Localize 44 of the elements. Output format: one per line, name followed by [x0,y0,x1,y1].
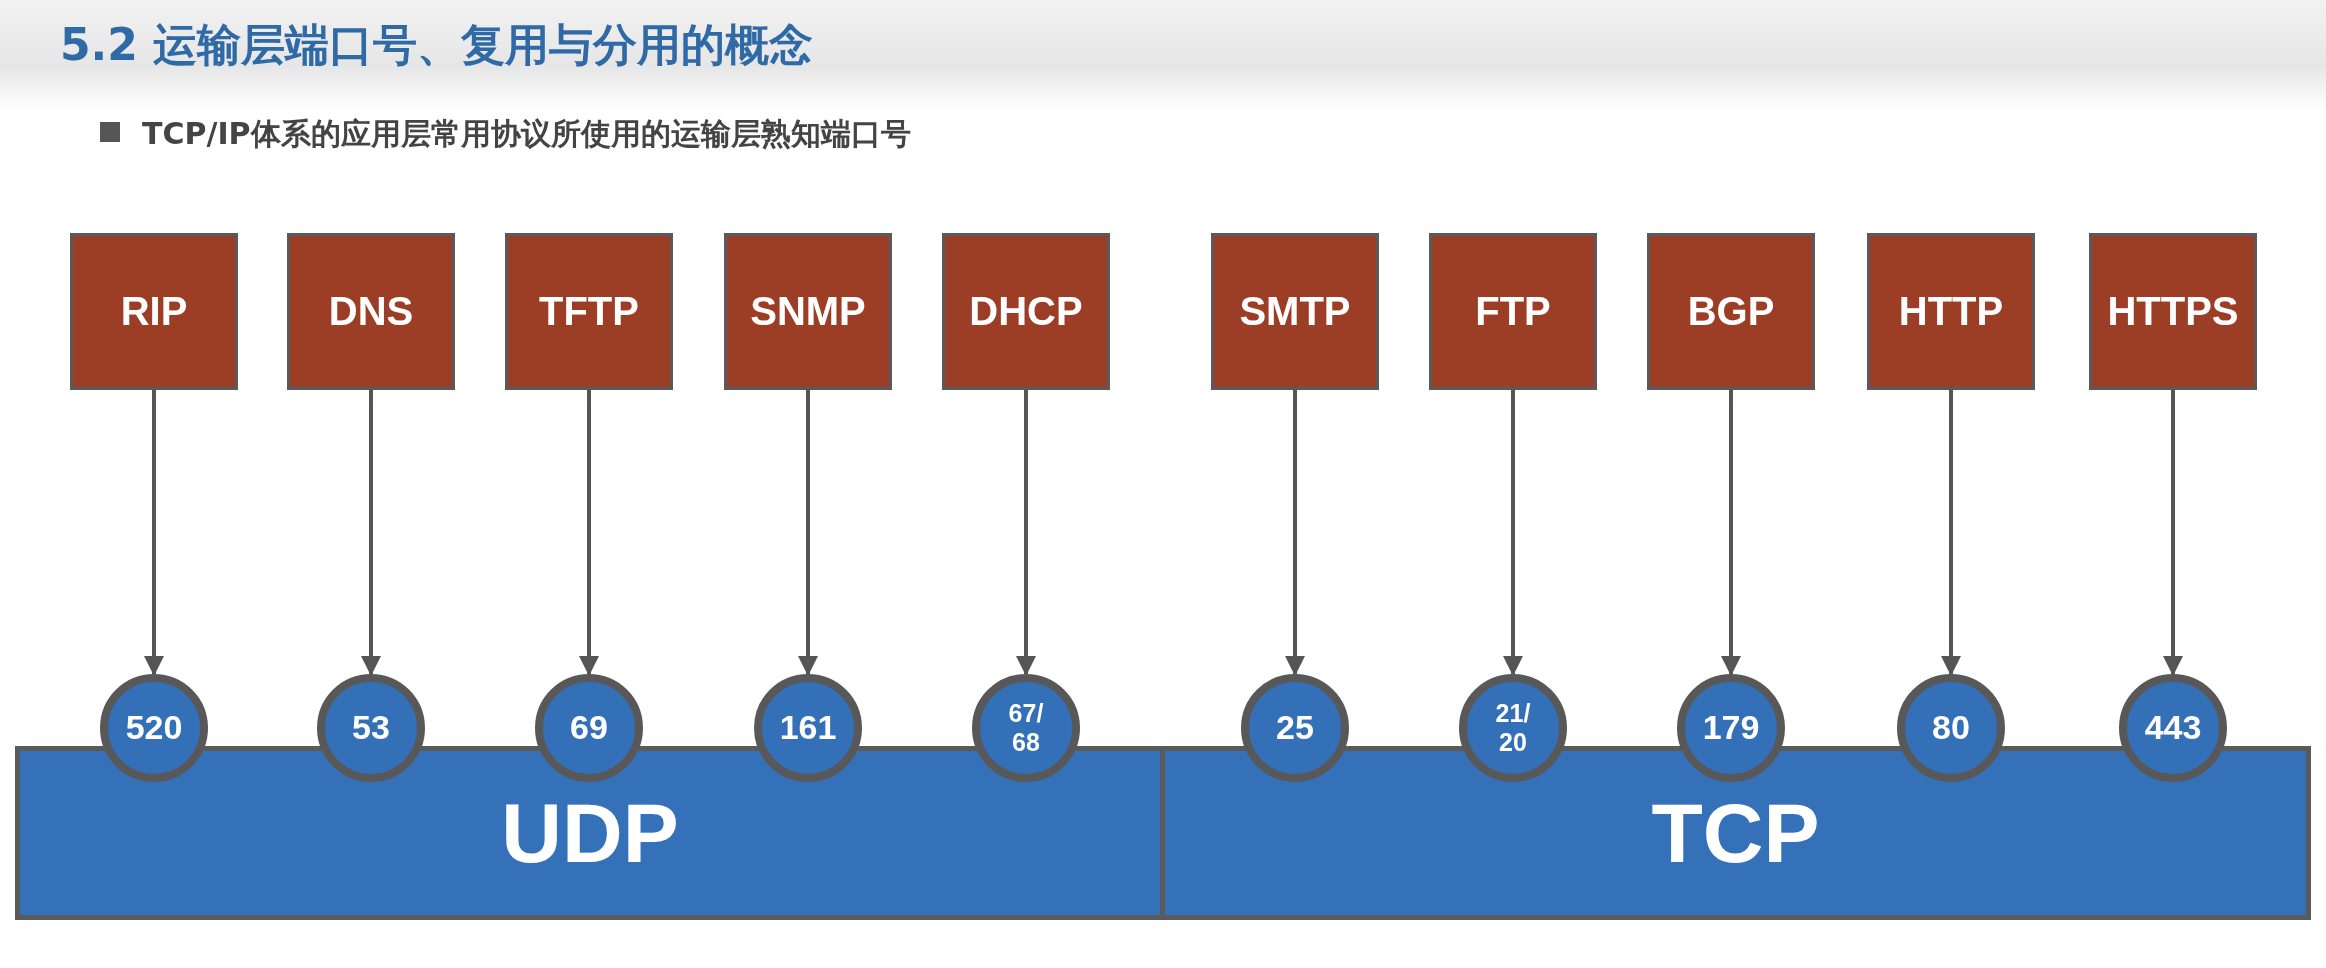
bullet-text: TCP/IP体系的应用层常用协议所使用的运输层熟知端口号 [142,115,911,153]
arrow [1721,390,1741,676]
arrow [579,390,599,676]
protocol-box [1647,233,1815,390]
protocol-name: TFTP [539,289,639,334]
slide-title: 5.2 运输层端口号、复用与分用的概念 [60,18,814,72]
protocol-box [70,233,238,390]
protocol-box [1211,233,1379,390]
protocol-name: SMTP [1239,289,1351,334]
port-number: 69 [570,708,608,748]
protocol-name: DHCP [969,289,1083,334]
arrow [361,390,381,676]
arrow [2163,390,2183,676]
transport-protocol-name: TCP [1651,784,1820,882]
port-number: 21/20 [1494,699,1532,757]
protocol-box [287,233,455,390]
protocol-box [724,233,892,390]
arrow [1941,390,1961,676]
port-number: 25 [1276,708,1314,748]
arrow [144,390,164,676]
port-number: 443 [2144,708,2202,748]
arrow [1503,390,1523,676]
arrow [798,390,818,676]
protocol-name: RIP [120,289,188,334]
protocol-name: HTTP [1898,289,2004,334]
protocol-name: SNMP [750,289,866,334]
port-number: 53 [352,708,390,748]
arrow [1016,390,1036,676]
arrow [1285,390,1305,676]
port-number: 67/68 [1007,699,1045,757]
port-number: 161 [779,708,837,748]
port-number: 80 [1932,708,1970,748]
port-number: 520 [125,708,183,748]
protocol-box [1429,233,1597,390]
protocol-name: BGP [1687,289,1775,334]
protocol-box [942,233,1110,390]
port-number: 179 [1702,708,1760,748]
transport-protocol-name: UDP [501,784,679,882]
protocol-name: HTTPS [2107,289,2239,334]
protocol-box [1867,233,2035,390]
protocol-name: FTP [1475,289,1551,334]
protocol-name: DNS [328,289,414,334]
protocol-box [2089,233,2257,390]
protocol-box [505,233,673,390]
